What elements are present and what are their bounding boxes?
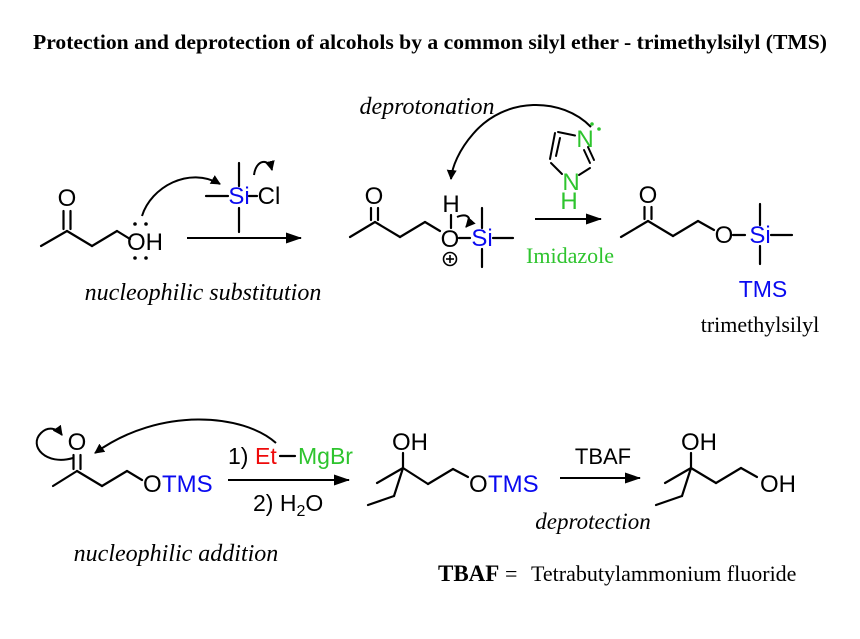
deprotonation-arrow bbox=[446, 103, 592, 180]
silicon-label: Si bbox=[471, 225, 492, 252]
page-title: Protection and deprotection of alcohols … bbox=[33, 30, 827, 54]
positive-charge-symbol bbox=[442, 251, 458, 267]
step-label-deprotection: deprotection bbox=[535, 509, 650, 534]
hydroxyl-label: OH bbox=[681, 429, 717, 456]
grignard-attack-arrow bbox=[94, 418, 277, 454]
proton-transfer-curl-arrow bbox=[456, 214, 476, 228]
otms-tms-label: TMS bbox=[488, 471, 539, 498]
reagent-ethyl-label: Et bbox=[255, 443, 277, 469]
new-ethyl-bonds bbox=[366, 466, 405, 507]
tms-abbrev-label: TMS bbox=[739, 276, 788, 302]
chlorine-label: Cl bbox=[258, 183, 281, 210]
imidazole-n1-label: N bbox=[562, 169, 579, 196]
silicon-label: Si bbox=[228, 183, 249, 210]
footnote-equals: = bbox=[505, 561, 517, 586]
step-label-nucleophilic-addition: nucleophilic addition bbox=[74, 541, 279, 567]
nucleophilic-attack-arrow bbox=[141, 175, 221, 217]
new-ethyl-bonds bbox=[654, 466, 693, 507]
water-subscript: 2 bbox=[296, 503, 305, 520]
oxocarbenium-skeleton bbox=[348, 206, 472, 240]
ether-oxygen-label: O bbox=[715, 222, 734, 249]
tmscl-methyl-bonds bbox=[204, 161, 241, 234]
reagent-step2-water: 2) H2O bbox=[253, 490, 323, 520]
carbonyl-pi-bond-curl-arrow bbox=[35, 424, 74, 461]
step-label-nucleophilic-substitution: nucleophilic substitution bbox=[85, 280, 322, 306]
otms-tms-label: TMS bbox=[162, 471, 213, 498]
silicon-label: Si bbox=[749, 222, 770, 249]
footnote-abbr: TBAF bbox=[438, 561, 499, 586]
silyl-methyl-bonds bbox=[480, 206, 515, 269]
tbaf-reagent-label: TBAF bbox=[575, 444, 631, 469]
imidazole-n3-label: N bbox=[576, 126, 593, 153]
step-label-deprotonation: deprotonation bbox=[359, 94, 494, 120]
imidazole-ring-bonds bbox=[549, 131, 595, 176]
silyl-methyl-bonds bbox=[758, 202, 794, 266]
carbonyl-oxygen-label: O bbox=[639, 182, 658, 209]
chloride-leaving-arrow bbox=[253, 160, 275, 176]
water-oxygen: O bbox=[305, 490, 323, 516]
protected-alcohol-skeleton bbox=[375, 451, 470, 486]
acidic-proton-label: H bbox=[442, 191, 459, 218]
water-prefix: 2) H bbox=[253, 490, 296, 516]
reagent-step1-prefix: 1) bbox=[228, 443, 248, 469]
hydroxyl-label: OH bbox=[127, 229, 163, 256]
ketol-reactant-skeleton bbox=[39, 209, 132, 248]
trimethylsilyl-name-label: trimethylsilyl bbox=[701, 312, 820, 337]
carbonyl-oxygen-label: O bbox=[365, 183, 384, 210]
hydroxyl-label: OH bbox=[392, 429, 428, 456]
oxygen-lone-pair-dots bbox=[133, 222, 148, 260]
otms-oxygen-label: O bbox=[143, 471, 162, 498]
hydroxyl-label: OH bbox=[760, 471, 796, 498]
carbonyl-oxygen-label: O bbox=[68, 429, 87, 456]
imidazole-name-label: Imidazole bbox=[526, 243, 614, 268]
reagent-mgbr-label: MgBr bbox=[298, 443, 353, 469]
tms-ether-skeleton bbox=[619, 205, 747, 239]
imidazole-nh-hydrogen-label: H bbox=[560, 188, 577, 215]
diol-product-skeleton bbox=[663, 451, 759, 485]
otms-oxygen-label: O bbox=[469, 471, 488, 498]
otms-ketone-skeleton bbox=[51, 453, 144, 488]
imidazole-lone-pair-dots bbox=[590, 122, 601, 131]
protonated-oxygen-label: O bbox=[441, 226, 460, 253]
footnote-definition: Tetrabutylammonium fluoride bbox=[531, 561, 796, 586]
carbonyl-oxygen-label: O bbox=[58, 185, 77, 212]
